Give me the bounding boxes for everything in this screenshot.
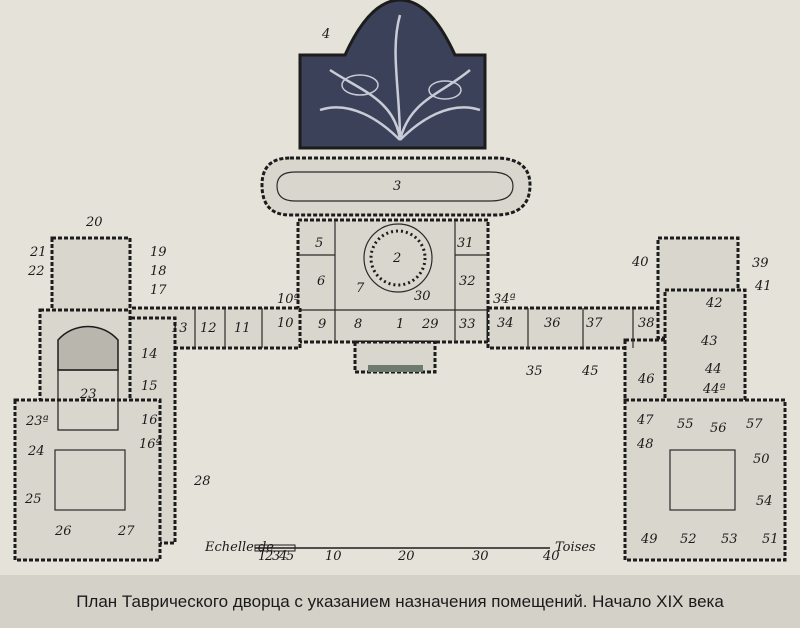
palace-floor-plan: Echelle de 1 2 3 4 5 10 20 30 40 Toises …: [13, 0, 787, 564]
room-31: 31: [457, 236, 474, 251]
room-32: 32: [459, 274, 476, 289]
scale-unit: Toises: [555, 540, 596, 555]
wings: [13, 236, 787, 562]
room-26: 26: [54, 524, 72, 539]
room-13: 13: [171, 321, 188, 336]
room-4: 4: [321, 27, 330, 42]
room-5: 5: [315, 236, 323, 251]
room-48: 48: [636, 437, 654, 452]
room-18: 18: [150, 264, 167, 279]
room-25: 25: [24, 492, 42, 507]
room-51: 51: [762, 532, 779, 547]
room-27: 27: [117, 524, 135, 539]
room-41: 41: [754, 279, 772, 294]
room-10: 10: [277, 316, 294, 331]
room-47: 47: [636, 413, 654, 428]
room-labels: 1 2 3 4 5 6 7 8 9 10 10ª 11 12 13 14 15 …: [24, 27, 779, 547]
room-19: 19: [150, 245, 167, 260]
room-14: 14: [141, 347, 158, 362]
room-9: 9: [318, 317, 326, 332]
room-56: 56: [710, 421, 727, 436]
scale-tick: 20: [397, 549, 415, 564]
room-53: 53: [721, 532, 738, 547]
caption-bar: План Таврического дворца с указанием наз…: [0, 575, 800, 628]
room-54: 54: [756, 494, 773, 509]
room-57: 57: [746, 417, 763, 432]
room-49: 49: [640, 532, 658, 547]
room-16a: 16ª: [139, 437, 162, 452]
central-block: [296, 218, 490, 374]
scale-tick: 30: [472, 549, 489, 564]
scale-tick: 10: [325, 549, 342, 564]
room-12: 12: [200, 321, 217, 336]
scale-tick: 3: [272, 549, 280, 564]
room-36: 36: [544, 316, 561, 331]
room-55: 55: [677, 417, 694, 432]
room-17: 17: [150, 283, 167, 298]
room-29: 29: [421, 317, 439, 332]
room-34a: 34ª: [493, 292, 516, 307]
room-28: 28: [193, 474, 211, 489]
scale-tick: 1: [258, 549, 266, 564]
room-37: 37: [586, 316, 603, 331]
plan-sheet: Echelle de 1 2 3 4 5 10 20 30 40 Toises …: [0, 0, 800, 575]
room-52: 52: [680, 532, 697, 547]
scale-tick: 4: [278, 549, 287, 564]
room-35: 35: [526, 364, 543, 379]
room-42: 42: [705, 296, 723, 311]
room-10a: 10ª: [277, 292, 300, 307]
room-15: 15: [141, 379, 158, 394]
scale-label: Echelle de: [204, 540, 274, 555]
room-2: 2: [392, 251, 401, 266]
room-3: 3: [393, 179, 401, 194]
room-44a: 44ª: [702, 382, 726, 397]
room-21: 21: [29, 245, 47, 260]
plan-caption: План Таврического дворца с указанием наз…: [76, 591, 724, 611]
room-45: 45: [581, 364, 599, 379]
great-gallery: [260, 156, 532, 217]
room-40: 40: [631, 255, 649, 270]
room-8: 8: [354, 317, 362, 332]
room-6: 6: [317, 274, 325, 289]
room-43: 43: [700, 334, 718, 349]
room-16: 16: [141, 413, 158, 428]
room-23: 23: [79, 387, 97, 402]
room-11: 11: [234, 321, 251, 336]
room-50: 50: [753, 452, 770, 467]
room-33: 33: [459, 317, 476, 332]
scale-tick: 40: [542, 549, 560, 564]
room-22: 22: [27, 264, 45, 279]
room-38: 38: [638, 316, 655, 331]
room-46: 46: [637, 372, 655, 387]
room-39: 39: [752, 256, 769, 271]
winter-garden: [298, 0, 487, 150]
room-24: 24: [27, 444, 45, 459]
scale-bar: Echelle de 1 2 3 4 5 10 20 30 40 Toises: [204, 540, 596, 564]
room-1: 1: [396, 317, 404, 332]
room-7: 7: [356, 281, 365, 296]
room-34: 34: [497, 316, 514, 331]
scale-tick: 5: [286, 549, 294, 564]
scale-tick: 2: [264, 549, 273, 564]
room-44: 44: [704, 362, 722, 377]
room-20: 20: [85, 215, 103, 230]
room-23a: 23ª: [25, 414, 49, 429]
room-30: 30: [414, 289, 431, 304]
